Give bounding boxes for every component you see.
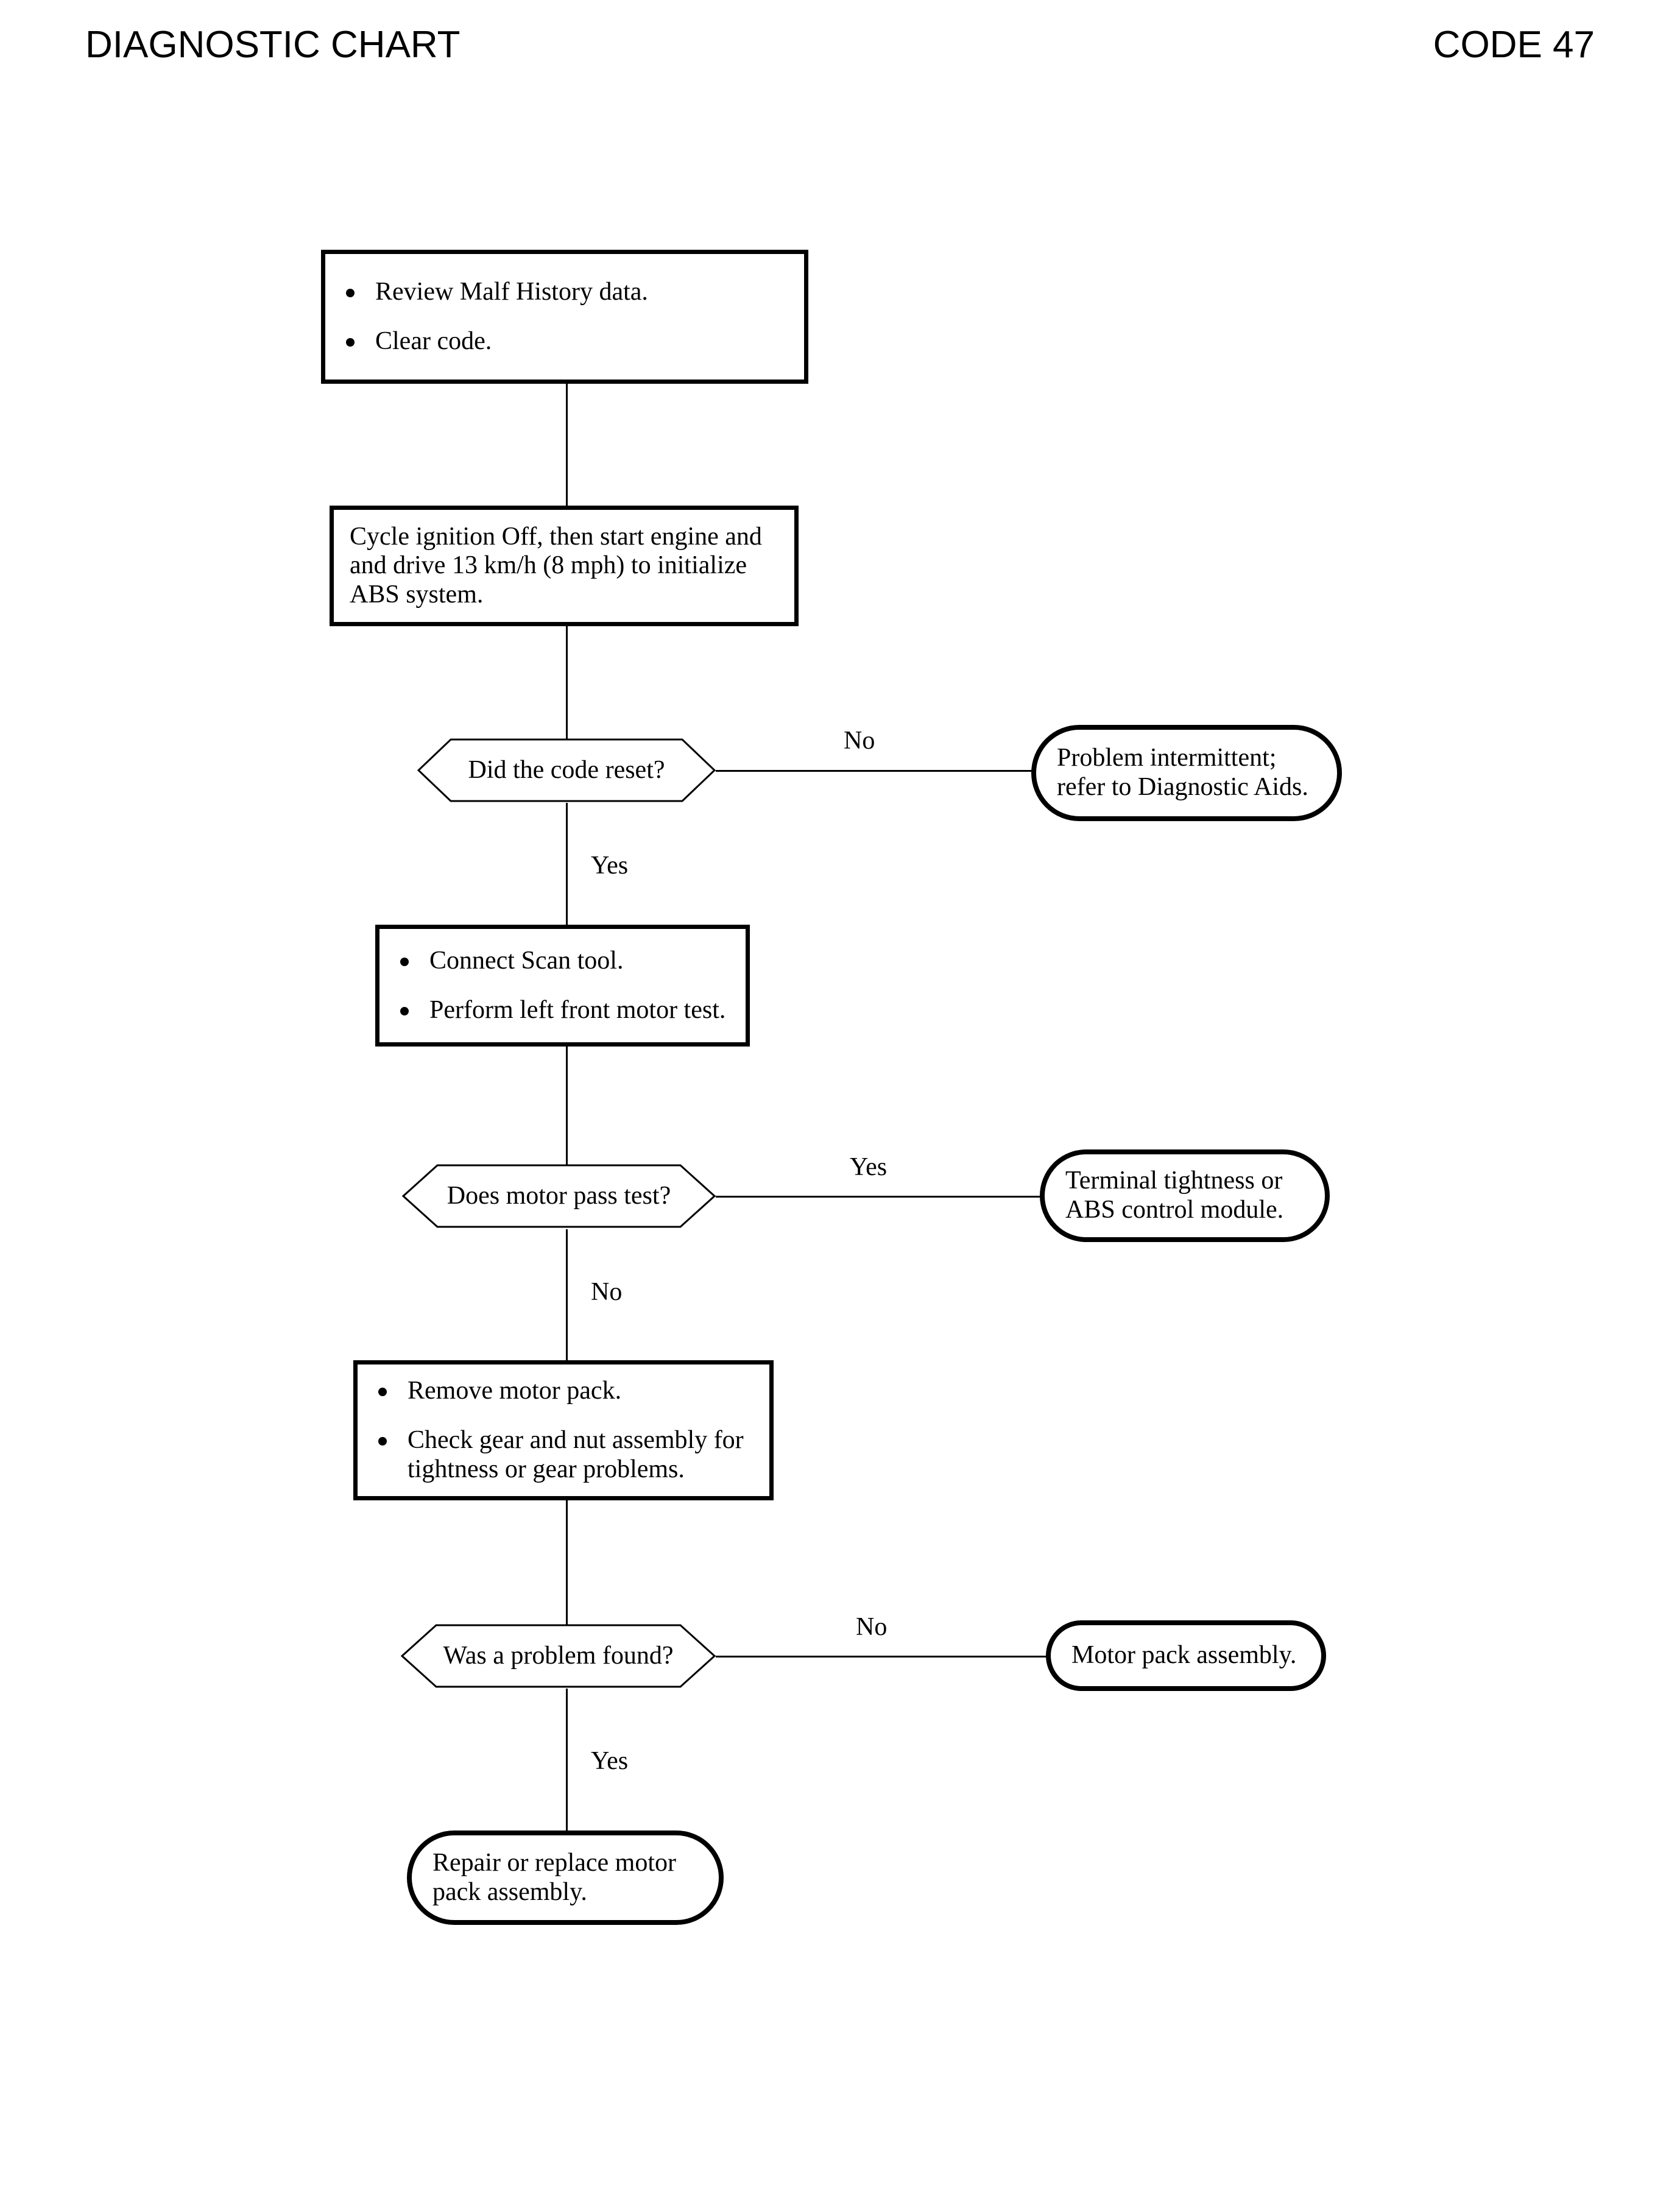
terminal-repair-replace-motor-pack: Repair or replace motor pack assembly. <box>407 1830 724 1925</box>
list-item: Perform left front motor test. <box>395 996 730 1025</box>
bullet-dot-icon <box>346 338 355 347</box>
terminal-line: refer to Diagnostic Aids. <box>1057 773 1308 801</box>
hexagon-shape <box>402 1164 716 1228</box>
list-item: Connect Scan tool. <box>395 947 730 975</box>
bullet-text: Remove motor pack. <box>408 1377 622 1405</box>
connector-decision3-terminal4 <box>566 1689 568 1832</box>
list-item: Check gear and nut assembly for tightnes… <box>373 1426 754 1483</box>
process-box-connect-scan: Connect Scan tool. Perform left front mo… <box>375 925 750 1047</box>
process-line: ABS system. <box>350 580 484 609</box>
branch-label-yes-2: Yes <box>850 1153 888 1181</box>
bullet-dot-icon <box>346 288 355 297</box>
connector-step3-decision2 <box>566 1047 568 1171</box>
process-box-review-clear: Review Malf History data. Clear code. <box>321 250 808 384</box>
terminal-line: Terminal tightness or <box>1065 1167 1283 1195</box>
bullet-dot-icon <box>378 1437 387 1446</box>
process-line: and drive 13 km/h (8 mph) to initialize <box>350 551 747 580</box>
terminal-text: Repair or replace motor pack assembly. <box>412 1849 719 1907</box>
bullet-list: Connect Scan tool. Perform left front mo… <box>379 947 746 1025</box>
bullet-list: Remove motor pack. Check gear and nut as… <box>358 1377 769 1483</box>
terminal-text: Motor pack assembly. <box>1051 1641 1321 1670</box>
bullet-dot-icon <box>400 1007 409 1015</box>
connector-decision3-terminal3 <box>716 1656 1048 1658</box>
connector-decision2-terminal2 <box>716 1196 1042 1198</box>
terminal-line: Repair or replace motor <box>432 1848 676 1877</box>
connector-step4-decision3 <box>566 1500 568 1631</box>
page-title: DIAGNOSTIC CHART <box>85 24 461 66</box>
branch-label-no-2: No <box>591 1278 623 1306</box>
process-text: Cycle ignition Off, then start engine an… <box>334 523 794 609</box>
bullet-text-cont: tightness or gear problems. <box>408 1455 685 1483</box>
terminal-problem-intermittent: Problem intermittent; refer to Diagnosti… <box>1031 725 1342 821</box>
list-item: Review Malf History data. <box>341 278 788 306</box>
decision-text: Did the code reset? <box>468 756 665 785</box>
terminal-line: ABS control module. <box>1065 1196 1284 1224</box>
decision-text: Does motor pass test? <box>446 1182 671 1210</box>
branch-label-no-3: No <box>856 1613 888 1641</box>
decision-did-code-reset: Did the code reset? <box>417 738 716 802</box>
code-label: CODE 47 <box>1433 24 1595 66</box>
bullet-list: Review Malf History data. Clear code. <box>325 278 804 356</box>
connector-decision1-step3 <box>566 803 568 925</box>
terminal-line: Motor pack assembly. <box>1071 1641 1297 1670</box>
decision-problem-found: Was a problem found? <box>401 1624 716 1688</box>
connector-step2-decision1 <box>566 626 568 745</box>
branch-label-yes-1: Yes <box>591 852 629 880</box>
hexagon-shape <box>401 1624 716 1688</box>
branch-label-no-1: No <box>844 727 875 755</box>
process-box-cycle-ignition: Cycle ignition Off, then start engine an… <box>330 506 799 626</box>
bullet-text: Clear code. <box>375 327 492 355</box>
bullet-text: Perform left front motor test. <box>429 996 726 1024</box>
terminal-line: pack assembly. <box>432 1877 587 1906</box>
connector-decision1-terminal1 <box>716 770 1032 772</box>
bullet-text: Check gear and nut assembly for <box>408 1426 744 1455</box>
terminal-terminal-tightness: Terminal tightness or ABS control module… <box>1040 1149 1330 1242</box>
list-item: Remove motor pack. <box>373 1377 754 1405</box>
terminal-text: Terminal tightness or ABS control module… <box>1045 1167 1325 1225</box>
bullet-dot-icon <box>378 1388 387 1397</box>
terminal-text: Problem intermittent; refer to Diagnosti… <box>1036 744 1337 802</box>
hexagon-shape <box>417 738 716 802</box>
terminal-line: Problem intermittent; <box>1057 744 1277 772</box>
branch-label-yes-3: Yes <box>591 1747 629 1775</box>
decision-motor-pass-test: Does motor pass test? <box>402 1164 716 1228</box>
connector-decision2-step4 <box>566 1229 568 1360</box>
bullet-text: Review Malf History data. <box>375 277 648 306</box>
bullet-dot-icon <box>400 957 409 966</box>
bullet-text: Connect Scan tool. <box>429 946 624 975</box>
process-line: Cycle ignition Off, then start engine an… <box>350 523 762 551</box>
list-item: Clear code. <box>341 327 788 356</box>
decision-text: Was a problem found? <box>443 1642 674 1670</box>
terminal-motor-pack-assembly: Motor pack assembly. <box>1046 1620 1326 1691</box>
process-box-remove-motor-pack: Remove motor pack. Check gear and nut as… <box>353 1360 774 1500</box>
connector-step1-step2 <box>566 384 568 506</box>
